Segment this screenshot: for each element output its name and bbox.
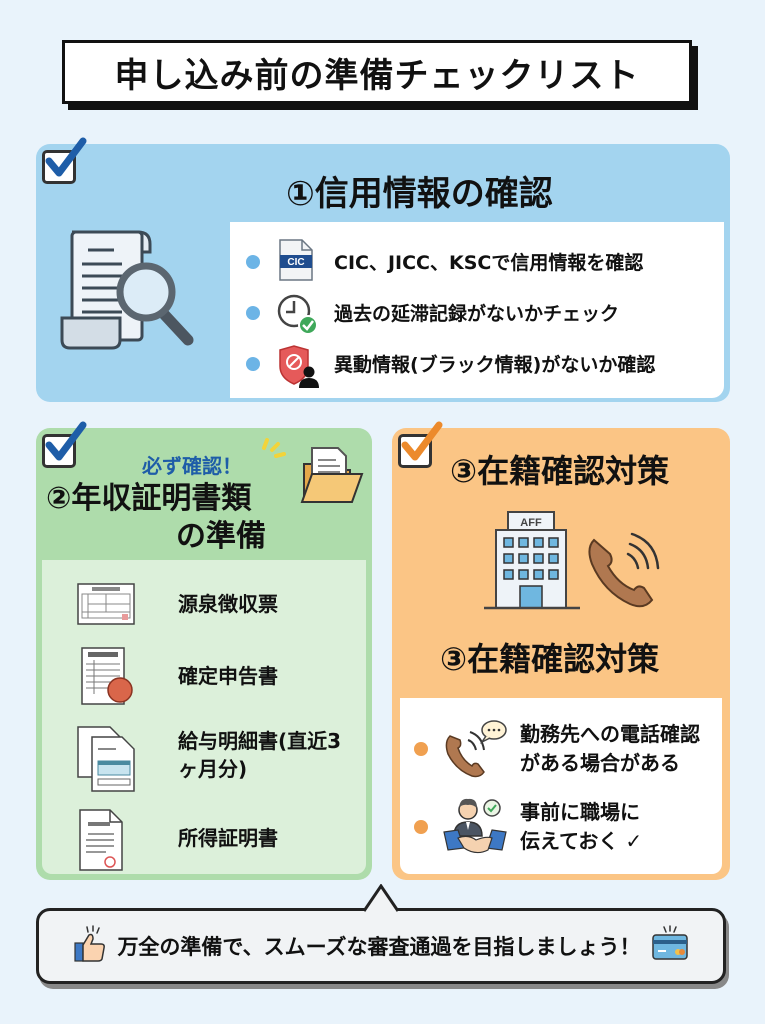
- footer-message-bubble: 万全の準備で、スムーズな審査通過を目指しましょう！: [36, 908, 726, 984]
- bullet-icon: [246, 356, 260, 371]
- footer-message: 万全の準備で、スムーズな審査通過を目指しましょう！: [117, 935, 641, 959]
- section-income-documents: 必ず確認！ ②年収証明書類 の準備 源泉徴収票 確定申告書 給与明細書(直近3ヶ…: [36, 421, 372, 880]
- payslip-icon: [76, 725, 138, 792]
- checkbox-checked-icon: [42, 421, 87, 468]
- phone-ringing-icon: [584, 530, 666, 616]
- phone-speech-icon: [442, 718, 508, 780]
- checkbox-checked-icon: [42, 137, 87, 184]
- list-item: 給与明細書(直近3ヶ月分): [42, 712, 366, 798]
- cic-document-icon: CIC: [276, 238, 316, 282]
- bubble-tail: [364, 884, 398, 912]
- document-name: 源泉徴収票: [178, 592, 278, 616]
- shield-block-user-icon: [276, 344, 319, 388]
- page-title-text: 申し込み前の準備チェックリスト: [114, 55, 640, 96]
- office-building-icon: AFF: [484, 510, 584, 616]
- bullet-icon: [414, 820, 428, 834]
- page-title: 申し込み前の準備チェックリスト: [62, 40, 692, 104]
- document-name: 確定申告書: [178, 664, 278, 688]
- tip-text: 事前に職場に 伝えておく ✓: [520, 800, 643, 853]
- list-item: 確定申告書: [42, 640, 366, 712]
- credit-item-text: CIC、JICC、KSCで信用情報を確認: [334, 252, 644, 274]
- sparkle-icon: [258, 432, 288, 462]
- list-item: 勤務先への電話確認 がある場合がある: [414, 710, 722, 788]
- credit-item-text: 過去の延滞記録がないかチェック: [334, 303, 620, 325]
- bullet-icon: [246, 305, 260, 320]
- income-certificate-icon: [76, 808, 138, 871]
- list-item: 所得証明書: [42, 798, 366, 878]
- clock-check-icon: [276, 293, 318, 335]
- section-employment-verification: ③在籍確認対策 AFF ③在籍確認対策 勤務先への電話確認: [392, 421, 730, 880]
- income-documents-list: 源泉徴収票 確定申告書 給与明細書(直近3ヶ月分) 所得証明書: [42, 560, 366, 874]
- tax-return-icon: [76, 646, 138, 706]
- document-magnifier-icon: [58, 224, 208, 358]
- section-credit-info: ①信用情報の確認 CIC CIC、JICC、KSCで信用情報を確認 過去の延滞記…: [36, 137, 730, 402]
- thumbs-up-icon: [73, 925, 107, 967]
- must-check-badge: 必ず確認！: [142, 454, 242, 478]
- svg-text:AFF: AFF: [520, 517, 542, 529]
- section1-title: ①信用情報の確認: [286, 174, 553, 214]
- folder-document-icon: [300, 444, 366, 512]
- section2-title: ②年収証明書類 の準備: [46, 481, 266, 554]
- tip-text: 勤務先への電話確認 がある場合がある: [520, 722, 700, 775]
- bullet-icon: [246, 254, 260, 269]
- svg-text:CIC: CIC: [287, 257, 304, 268]
- handshake-businessman-icon: [442, 796, 508, 858]
- document-name: 給与明細書(直近3ヶ月分): [178, 729, 342, 781]
- bullet-icon: [414, 742, 428, 756]
- credit-item-text: 異動情報(ブラック情報)がないか確認: [334, 354, 656, 376]
- checkbox-checked-icon: [398, 421, 443, 468]
- list-item: 過去の延滞記録がないかチェック: [246, 287, 724, 338]
- list-item: 源泉徴収票: [42, 568, 366, 640]
- withholding-slip-icon: [76, 574, 138, 634]
- employment-tips-list: 勤務先への電話確認 がある場合がある 事前に職場に 伝えておく ✓: [400, 698, 722, 874]
- section3-title: ③在籍確認対策: [450, 452, 670, 490]
- list-item: CIC CIC、JICC、KSCで信用情報を確認: [246, 236, 724, 287]
- credit-card-icon: [651, 925, 689, 967]
- document-name: 所得証明書: [178, 826, 278, 850]
- list-item: 事前に職場に 伝えておく ✓: [414, 788, 722, 866]
- credit-check-list: CIC CIC、JICC、KSCで信用情報を確認 過去の延滞記録がないかチェック…: [230, 222, 724, 398]
- list-item: 異動情報(ブラック情報)がないか確認: [246, 338, 724, 389]
- section3-subtitle: ③在籍確認対策: [440, 640, 660, 678]
